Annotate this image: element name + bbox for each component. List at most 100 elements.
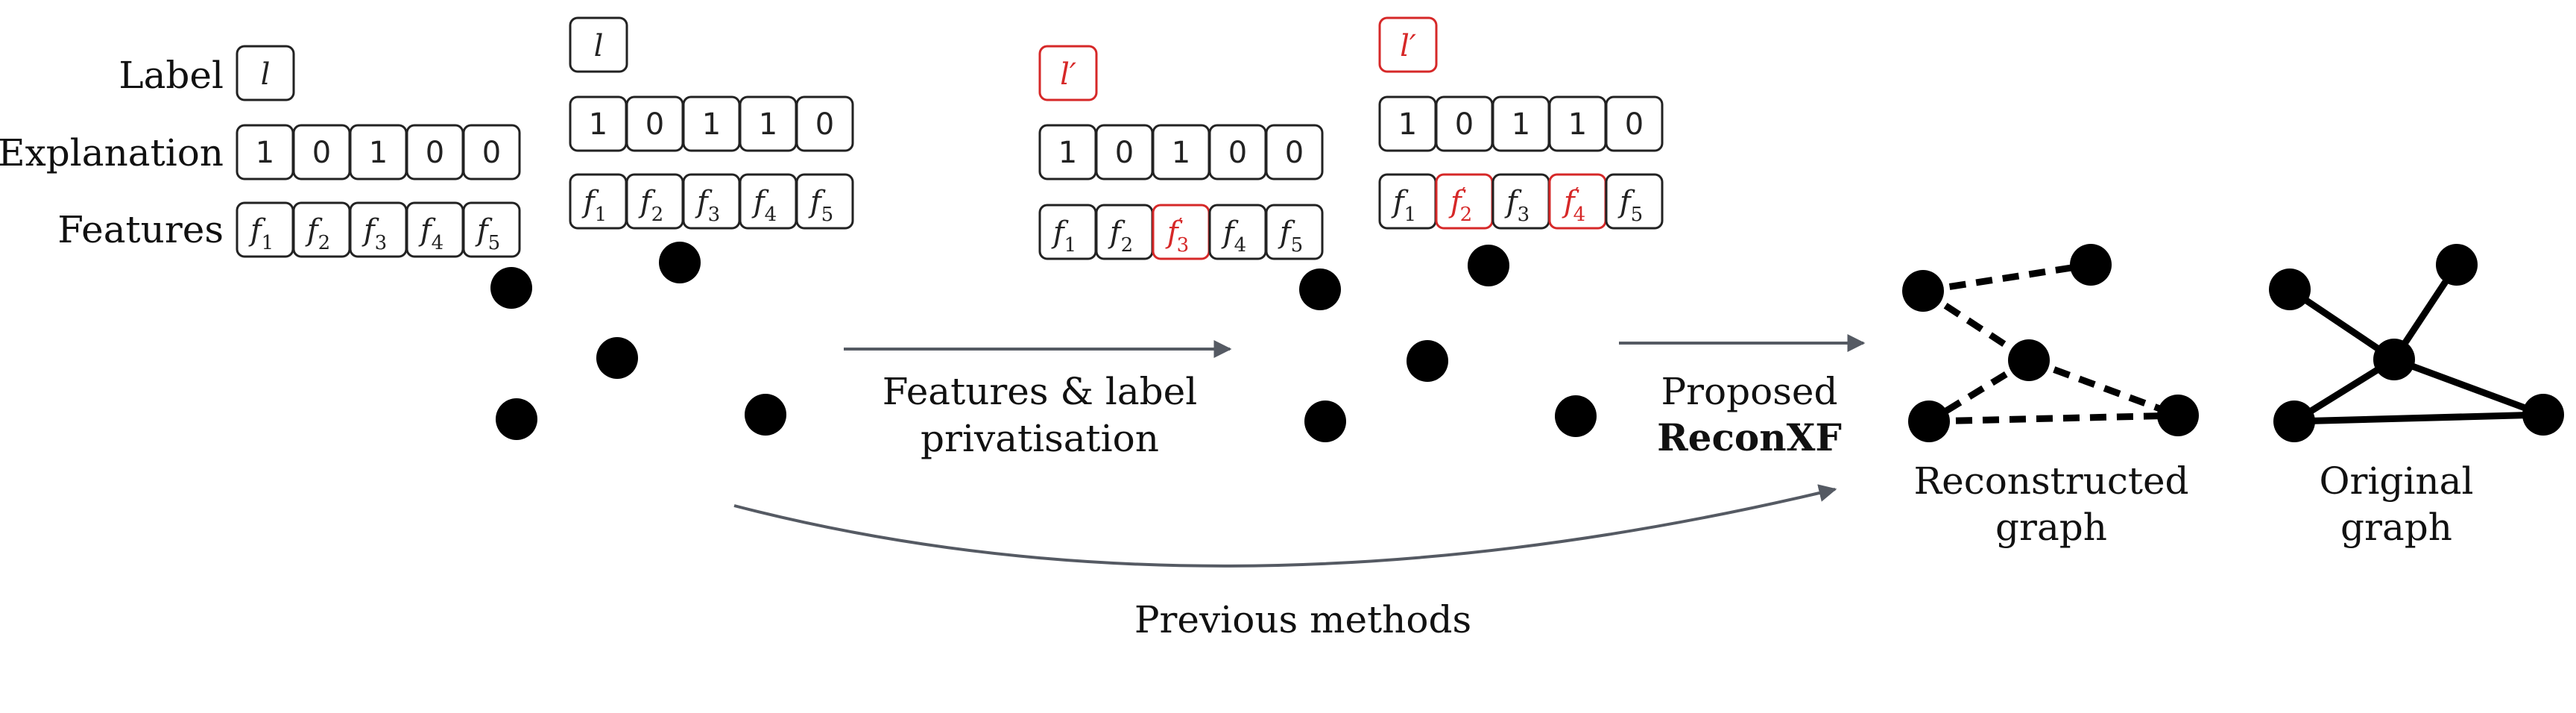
feature-index: 5	[1291, 234, 1304, 257]
feature-index: 2	[318, 232, 331, 254]
row-label-label: Label	[119, 54, 224, 97]
original-node	[2436, 244, 2478, 286]
reconstructed-edge	[1927, 357, 2031, 424]
private-node	[1304, 401, 1346, 442]
original-node	[2273, 401, 2315, 442]
explanation-value: 0	[482, 136, 501, 170]
explanation-value: 0	[1625, 107, 1644, 142]
original-node	[2522, 394, 2564, 436]
reconstructed-caption-line1: Reconstructed	[1913, 459, 2188, 503]
feature-index: 5	[488, 232, 501, 254]
original-edge	[2393, 356, 2545, 418]
private-node	[1299, 268, 1341, 310]
feature-index: 5	[1631, 204, 1644, 226]
feature-index: 4	[1573, 204, 1586, 226]
feature-symbol: f1	[1051, 216, 1076, 257]
explanation-value: 1	[1058, 136, 1077, 170]
input-node	[745, 394, 786, 436]
label-box	[569, 16, 628, 73]
reconstructed-graph	[1902, 244, 2199, 442]
feature-index: 2	[1460, 204, 1473, 226]
explanation-value: 1	[1398, 107, 1417, 142]
explanation-value: 1	[1172, 136, 1190, 170]
previous-methods-caption: Previous methods	[1134, 598, 1471, 641]
privatisation-caption-line1: Features & label	[883, 370, 1198, 413]
reconstructed-node	[1902, 270, 1944, 312]
label-text: l	[261, 57, 271, 92]
explanation-value: 0	[1115, 136, 1134, 170]
private-node	[1468, 245, 1509, 286]
explanation-value: 0	[1285, 136, 1304, 170]
proposed-caption-line1: Proposed	[1661, 370, 1837, 413]
row-label-explanation: Explanation	[0, 131, 224, 175]
reconstructed-edge	[2027, 356, 2179, 419]
previous-methods-arrow	[733, 484, 1837, 568]
feature-index: 4	[765, 204, 777, 226]
explanation-cell	[1605, 95, 1664, 152]
original-caption-line1: Original	[2320, 459, 2474, 503]
reconstructed-node	[1908, 401, 1950, 442]
feature-symbol: f5	[808, 185, 833, 226]
input-node	[496, 398, 537, 440]
explanation-value: 0	[1455, 107, 1474, 142]
explanation-value: 1	[369, 136, 388, 170]
explanation-cell	[795, 95, 854, 152]
reconstructed-node	[2008, 339, 2050, 381]
private-node	[1555, 395, 1597, 437]
original-caption-line2: graph	[2340, 506, 2452, 549]
private-graph-nodes	[1299, 245, 1597, 442]
explanation-value: 1	[702, 107, 721, 142]
feature-index: 4	[1234, 234, 1247, 257]
feature-index: 3	[1177, 234, 1190, 257]
reconstructed-node	[2157, 395, 2199, 436]
label-text: l	[594, 29, 604, 63]
prime-mark: ′	[1178, 215, 1183, 237]
label-text: l′	[1400, 29, 1416, 63]
prime-mark: ′	[1462, 184, 1466, 207]
feature-symbol: f′3	[1165, 215, 1189, 257]
input-node	[659, 242, 701, 283]
reconstructed-caption-line2: graph	[1995, 506, 2107, 549]
explanation-value: 1	[759, 107, 777, 142]
reconstructed-node	[2070, 244, 2112, 286]
feature-index: 3	[1518, 204, 1530, 226]
private-node	[1407, 340, 1448, 382]
feature-symbol: f′4	[1562, 184, 1585, 226]
feature-index: 1	[262, 232, 274, 254]
label-box	[236, 45, 295, 101]
original-node	[2269, 268, 2311, 310]
input-node	[490, 267, 532, 309]
original-graph	[2269, 244, 2564, 442]
explanation-value: 0	[426, 136, 444, 170]
input-graph-nodes	[490, 242, 786, 440]
reconstructed-edge	[1928, 412, 2179, 425]
feature-index: 5	[821, 204, 834, 226]
explanation-value: 0	[815, 107, 834, 142]
feature-index: 1	[1404, 204, 1417, 226]
feature-cell	[462, 201, 521, 258]
explanation-cell	[462, 124, 521, 180]
feature-index: 2	[1121, 234, 1134, 257]
input-node	[596, 337, 638, 379]
label-text: l′	[1060, 57, 1076, 92]
feature-cell	[1265, 204, 1324, 260]
reconstructed-edge	[1922, 261, 2092, 295]
feature-index: 3	[375, 232, 388, 254]
privatisation-caption-line2: privatisation	[921, 417, 1159, 460]
feature-index: 4	[432, 232, 444, 254]
explanation-cell	[1265, 124, 1324, 180]
feature-index: 1	[595, 204, 607, 226]
feature-index: 3	[708, 204, 721, 226]
label-box	[1038, 45, 1098, 101]
explanation-value: 0	[1228, 136, 1247, 170]
explanation-value: 0	[312, 136, 331, 170]
original-edge	[2288, 286, 2396, 362]
original-node	[2373, 339, 2415, 380]
explanation-value: 1	[1568, 107, 1587, 142]
label-box	[1378, 16, 1438, 73]
reconstructed-edge	[1921, 288, 2031, 363]
explanation-value: 1	[256, 136, 274, 170]
